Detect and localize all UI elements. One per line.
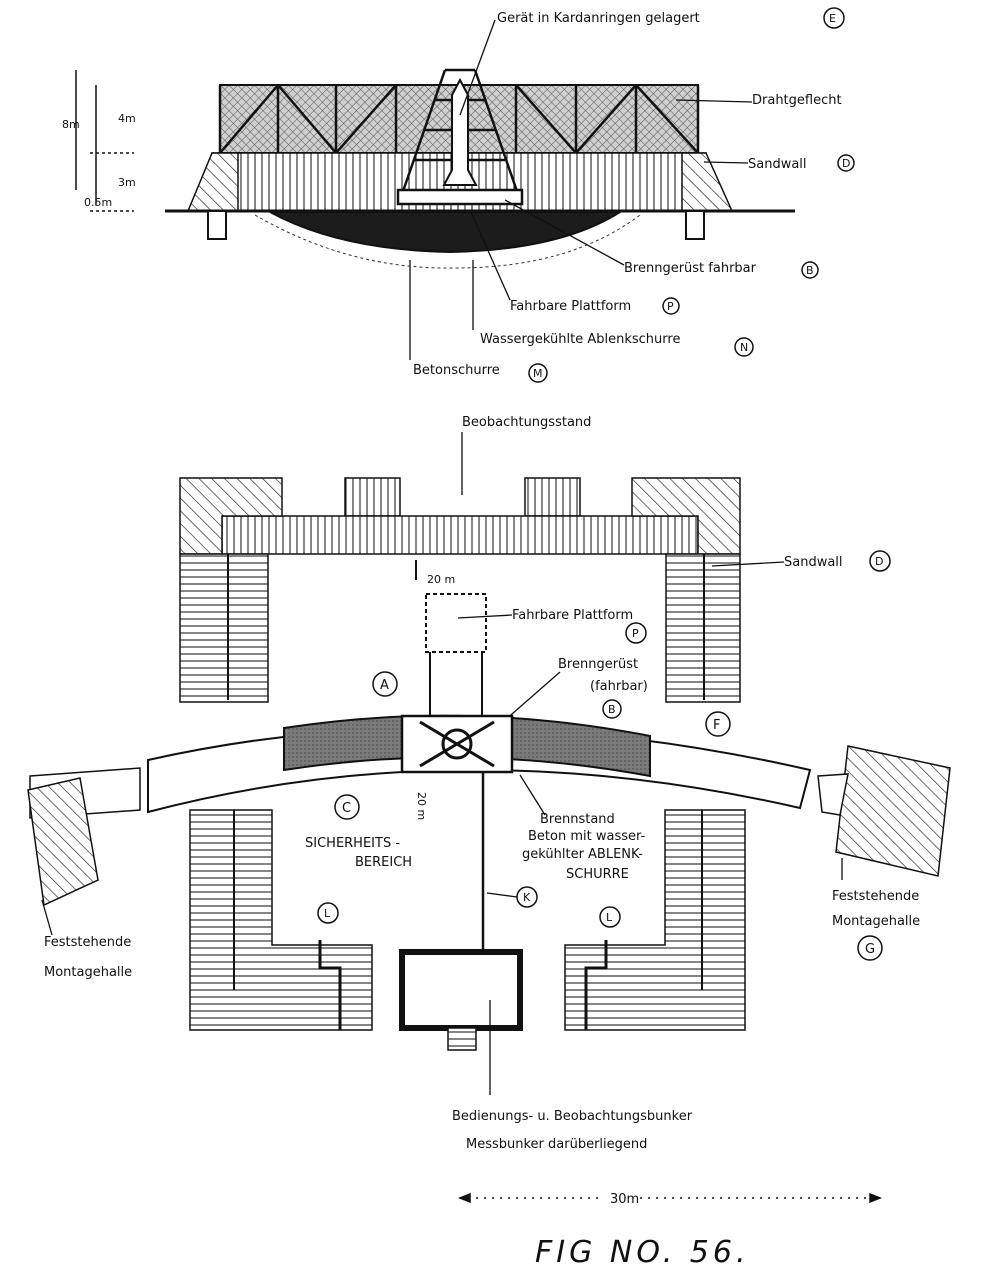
footing-right <box>685 210 705 240</box>
label-sand-wall-elevation: Sandwall <box>748 157 807 172</box>
tag-assembly-hall-right: G <box>865 942 875 957</box>
label-test-stand-mobile: Brenngerüst fahrbar <box>624 261 757 276</box>
mobile-platform-plan <box>425 593 487 653</box>
label-assembly-hall-right-line1: Feststehende <box>832 889 919 904</box>
label-test-stand-sub: (fahrbar) <box>590 679 648 694</box>
label-firing-stand-line2: Beton mit wasser- <box>528 829 645 844</box>
label-bunker-line2: Messbunker darüberliegend <box>466 1137 647 1152</box>
sand-wall-lower-left <box>189 809 373 1031</box>
label-gimbal: Gerät in Kardanringen gelagert <box>497 11 700 26</box>
gimbal-symbol <box>419 720 495 768</box>
tag-area-c: C <box>342 801 351 816</box>
dimension-middle: 3m <box>118 176 136 189</box>
label-firing-stand-line1: Brennstand <box>540 812 615 827</box>
tag-k: K <box>523 891 531 904</box>
plan-view: Beobachtungsstand Sandwall D 20 m Fahrba… <box>27 415 951 1207</box>
rocket-silhouette <box>442 77 478 186</box>
bunker-stair <box>447 1027 477 1051</box>
test-stand-plan <box>400 714 514 774</box>
scale-bar <box>457 1192 883 1204</box>
top-wall-block-1 <box>344 477 401 517</box>
chute-hatch <box>254 214 641 269</box>
sand-wall-top <box>221 515 699 555</box>
tag-mobile-platform-elevation: P <box>667 300 674 313</box>
elevation-view: 8m 4m 3m 0.5m Gerät in Kardanringen gela… <box>62 7 855 383</box>
label-mobile-platform-plan: Fahrbare Plattform <box>512 608 633 623</box>
label-assembly-hall-right-line2: Montagehalle <box>832 914 920 929</box>
label-mobile-platform-elevation: Fahrbare Plattform <box>510 299 631 314</box>
label-wire-mesh: Drahtgeflecht <box>752 93 842 108</box>
dimension-upper: 4m <box>118 112 136 125</box>
label-test-stand: Brenngerüst <box>558 657 638 672</box>
tag-l-right: L <box>606 911 613 924</box>
label-assembly-hall-left-line2: Montagehalle <box>44 965 132 980</box>
tag-area-f: F <box>713 718 720 733</box>
distance-lower: 20 m <box>415 792 428 820</box>
label-observation-stand: Beobachtungsstand <box>462 415 591 430</box>
tag-water-cooled-deflector: N <box>740 341 748 354</box>
assembly-hall-right <box>835 745 951 877</box>
label-bunker-line1: Bedienungs- u. Beobachtungsbunker <box>452 1109 693 1124</box>
footing-left <box>207 210 227 240</box>
height-dimensions <box>75 70 134 212</box>
sand-wall-lower-right <box>564 809 746 1031</box>
dimension-total: 8m <box>62 118 80 131</box>
tag-concrete-chute: M <box>533 367 543 380</box>
label-firing-stand-line4: SCHURRE <box>566 867 629 882</box>
dimension-lower: 0.5m <box>84 196 112 209</box>
tag-area-a: A <box>380 678 389 693</box>
label-safety-zone-line2: BEREICH <box>355 855 412 870</box>
truss-members <box>218 84 700 154</box>
label-sand-wall-plan: Sandwall <box>784 555 843 570</box>
tag-sand-wall-elevation: D <box>842 157 850 170</box>
label-water-cooled-deflector: Wassergekühlte Ablenkschurre <box>480 332 680 347</box>
label-firing-stand-line3: gekühlter ABLENK- <box>522 847 643 862</box>
label-safety-zone-line1: SICHERHEITS - <box>305 836 400 851</box>
assembly-hall-left <box>27 777 99 907</box>
rail-right-end <box>817 773 849 816</box>
tag-sand-wall-plan: D <box>875 555 883 568</box>
tag-test-stand-mobile: B <box>806 264 814 277</box>
top-wall-block-2 <box>524 477 581 517</box>
sand-wall-left-slope <box>186 152 239 212</box>
concrete-chute <box>269 211 624 254</box>
label-concrete-chute: Betonschurre <box>413 363 500 378</box>
control-bunker <box>399 949 523 1031</box>
tag-mobile-platform-plan: P <box>632 627 639 640</box>
distance-upper: 20 m <box>427 573 455 586</box>
sand-wall-side-left <box>179 553 269 703</box>
tag-gimbal: E <box>829 12 836 25</box>
tag-test-stand: B <box>608 703 616 716</box>
scale-label: 30m <box>610 1192 639 1207</box>
label-assembly-hall-left-line1: Feststehende <box>44 935 131 950</box>
tag-l-left: L <box>324 907 331 920</box>
figure-caption: FIG NO. 56. <box>535 1235 750 1270</box>
test-stand-tower <box>396 68 524 206</box>
